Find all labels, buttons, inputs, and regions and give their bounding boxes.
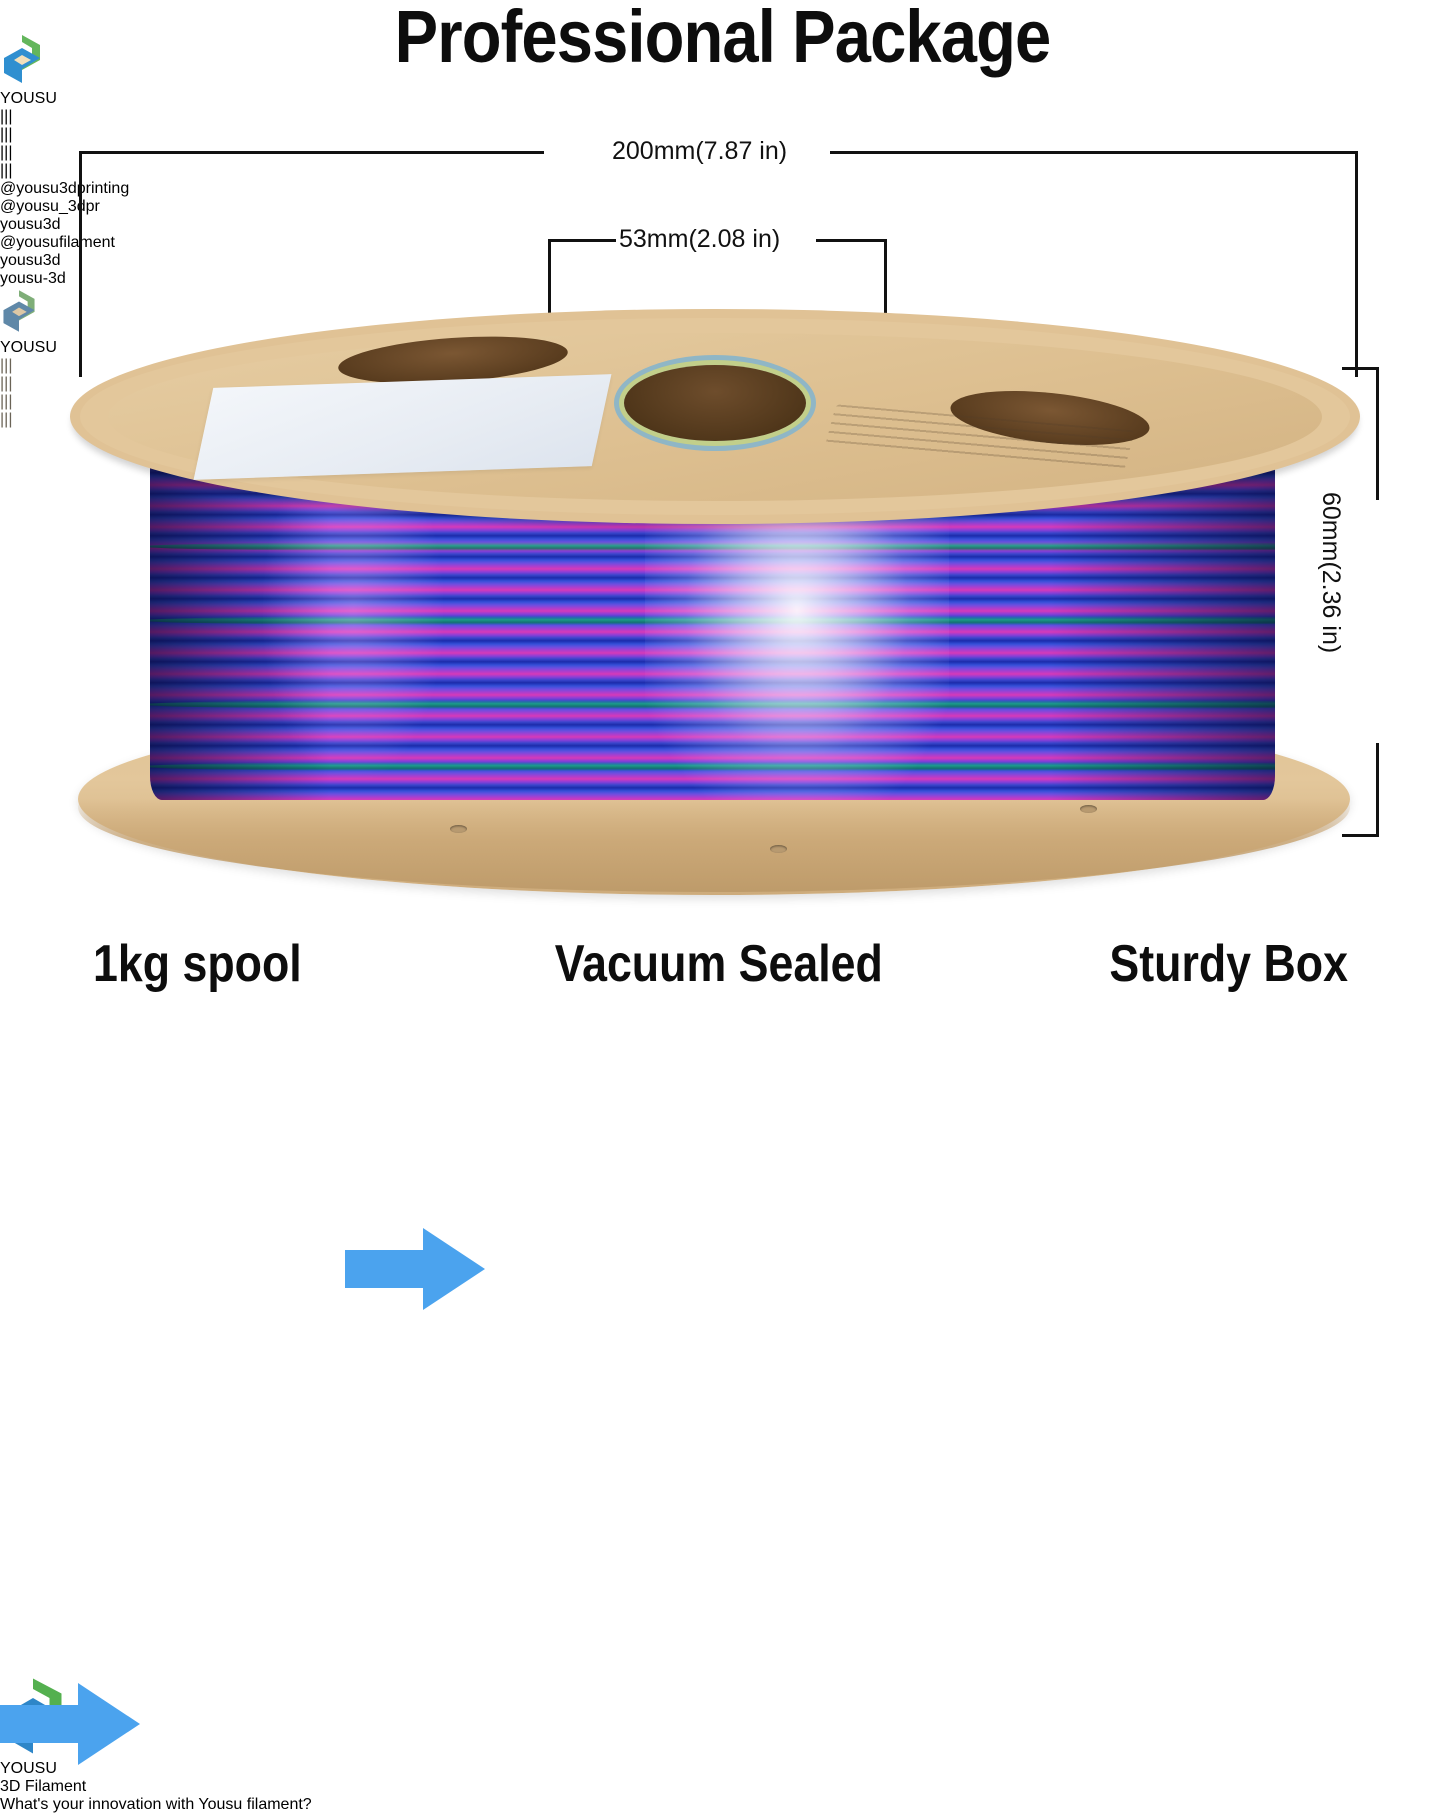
plastic-fold (0, 877, 10, 1287)
vacuum-sealed-spool-image: YOUSU ||| ||| ||| ||| (0, 288, 1445, 1677)
dimension-tick-bottom (1342, 834, 1379, 837)
main-spool-image (70, 305, 1360, 895)
dimension-line-left (79, 151, 544, 154)
dimension-tick-right (884, 239, 887, 314)
dimension-tick-top (1342, 367, 1379, 370)
dimension-line-right (830, 151, 1358, 154)
yousu-logo-icon (0, 288, 1445, 339)
box-label-subtitle: What's your innovation with Yousu filame… (0, 1796, 312, 1813)
section-heading-spool: 1kg spool (92, 935, 302, 993)
back-flange-hole (0, 0, 11, 11)
dimension-tick-left (79, 151, 82, 377)
section-heading-vacuum: Vacuum Sealed (554, 935, 883, 993)
plastic-fold (0, 1287, 14, 1677)
flow-arrow-2 (0, 1677, 140, 1777)
dimension-label-inner-hub: 53mm(2.08 in) (619, 225, 781, 253)
vac-barcode (0, 429, 46, 447)
box-front-label: 3D Filament What's your innovation with … (0, 1778, 1445, 1814)
spool-product-image: YOUSU ||| ||| ||| ||| @yousu3dprinting @… (0, 0, 1445, 288)
social-icons-group-left: @yousu3dprinting @yousu_3dpr yousu3d (0, 180, 130, 233)
box-label-title: 3D Filament (0, 1778, 87, 1795)
sturdy-box-image: YOUSU 3D Filament What's your innovation… (0, 1677, 1445, 1814)
back-flange-hole (0, 11, 11, 22)
dimension-line-gap (1369, 500, 1387, 743)
vac-front-flange: YOUSU ||| ||| ||| ||| (0, 288, 1445, 447)
spool-front-flange: YOUSU ||| ||| ||| ||| @yousu3dprinting @… (0, 33, 1445, 288)
yousu-logo-icon (0, 1677, 1445, 1760)
dimension-label-outer-width: 200mm(7.87 in) (612, 137, 788, 165)
social-icons-group-right: @yousufilament yousu3d yousu-3d (0, 234, 115, 287)
page-title: Professional Package (394, 0, 1052, 78)
plastic-fold (0, 447, 16, 877)
yousu-logo-icon (0, 33, 1445, 90)
dimension-tick-left (548, 239, 551, 314)
section-heading-box: Sturdy Box (1109, 935, 1348, 993)
back-flange-hole (0, 22, 11, 33)
flow-arrow-1 (345, 1222, 485, 1322)
spool-top-paper-label (193, 374, 612, 480)
spool-top-flange (70, 309, 1360, 524)
spool-hub-hole (624, 365, 806, 441)
box-brand-name: YOUSU (0, 1760, 57, 1777)
vac-brand-name: YOUSU (0, 339, 57, 356)
dimension-tick-right (1355, 151, 1358, 377)
dimension-line-right (816, 239, 887, 242)
spool-brand-name: YOUSU (0, 90, 57, 107)
dimension-line-left (548, 239, 616, 242)
